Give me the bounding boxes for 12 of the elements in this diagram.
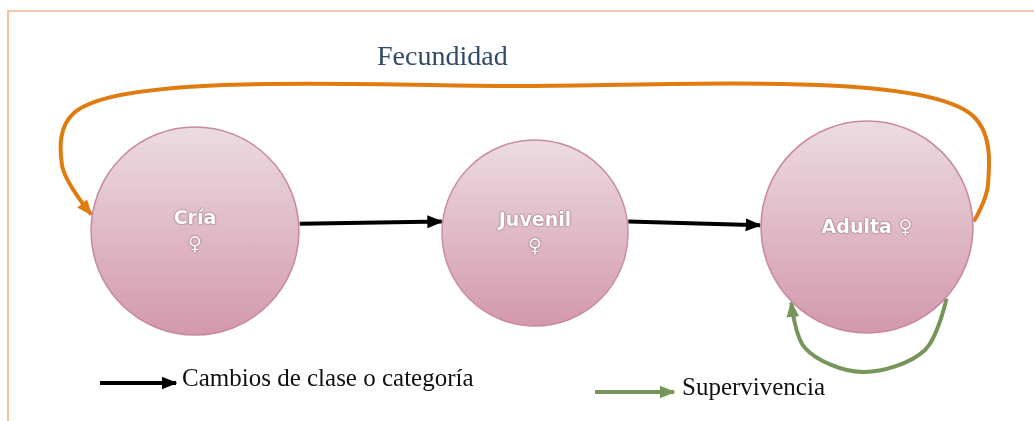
arrow [58, 81, 992, 223]
stage-label: Juvenil ♀ [498, 207, 572, 258]
arrow [786, 298, 949, 374]
arrow [628, 218, 762, 232]
stage-circle [90, 126, 300, 336]
legend-label: Cambios de clase o categoría [182, 364, 474, 392]
stage-circle [441, 139, 629, 327]
arrow [299, 215, 444, 229]
stage-circle [760, 120, 974, 334]
stage-label: Adulta ♀ [821, 214, 913, 240]
stage-label: Cría ♀ [173, 205, 217, 256]
legend-label: Supervivencia [682, 373, 825, 401]
